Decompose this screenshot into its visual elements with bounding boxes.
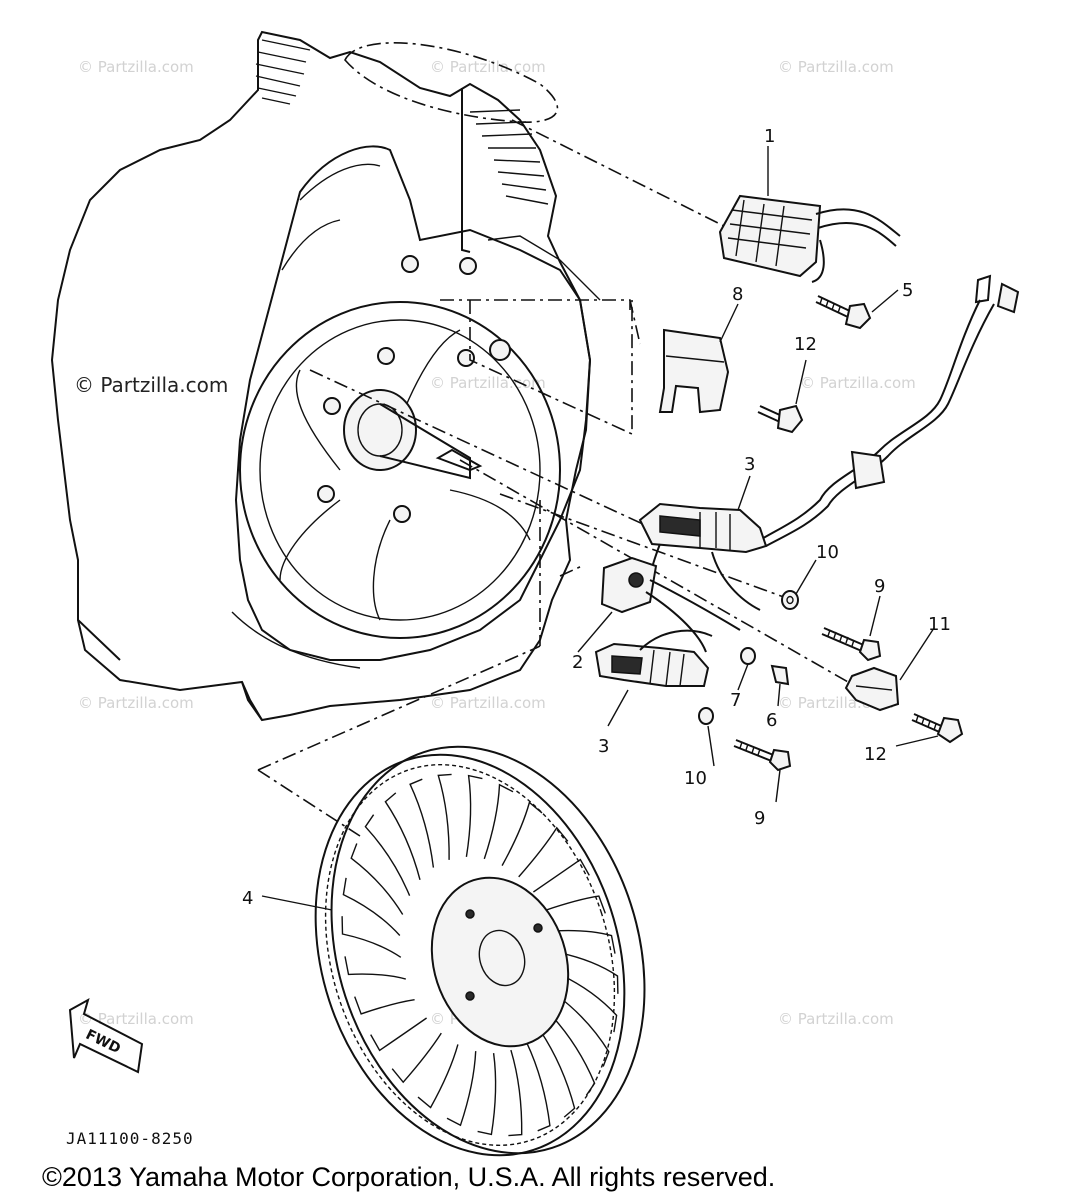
callout-label: 10 <box>684 768 707 789</box>
flywheel-vane <box>341 916 402 958</box>
watermark-prominent: © Partzilla.com <box>74 373 228 397</box>
drawing-code: JA11100-8250 <box>66 1129 194 1148</box>
callout-label: 5 <box>902 280 913 301</box>
crankcase-drawing <box>50 30 601 722</box>
flywheel-vane <box>525 1042 551 1132</box>
watermark: © Partzilla.com <box>78 694 194 712</box>
washer-10-lower-part <box>698 707 714 725</box>
callout-label: 1 <box>764 126 775 147</box>
flywheel-part <box>314 745 646 1157</box>
watermark: © Partzilla.com <box>778 1010 894 1028</box>
callout-label: 8 <box>732 284 743 305</box>
callout-label: 12 <box>864 744 887 765</box>
flywheel-vane <box>501 801 543 866</box>
flywheel-vane <box>417 1044 459 1109</box>
callout-label: 3 <box>598 736 609 757</box>
flywheel-vane <box>518 826 569 878</box>
stator-plate-part <box>600 556 741 653</box>
flywheel-vane <box>465 774 483 858</box>
flywheel-vane <box>370 1017 428 1052</box>
callout-label: 9 <box>874 576 885 597</box>
callout-label: 7 <box>730 690 741 711</box>
flywheel-vane <box>354 996 415 1015</box>
washer-10-upper-part <box>781 590 799 610</box>
bracket-8-part <box>658 328 730 414</box>
flywheel-vane <box>554 929 616 954</box>
flywheel-vane <box>477 1053 497 1136</box>
bolt-12-upper-part <box>757 404 804 434</box>
watermark: © Partzilla.com <box>78 1010 194 1028</box>
charge-coil-lower-part <box>594 629 713 687</box>
flywheel-vane <box>545 895 606 914</box>
flywheel-vane <box>446 1051 477 1127</box>
callout-label: 3 <box>744 454 755 475</box>
wiring-harness-part <box>759 274 1020 547</box>
bolt-5-part <box>815 295 872 330</box>
callout-label: 9 <box>754 808 765 829</box>
flywheel-vane <box>508 1049 523 1137</box>
clamp-11-part <box>844 666 900 712</box>
screw-6-part <box>770 664 790 686</box>
watermark: © Partzilla.com <box>78 58 194 76</box>
flywheel-vane <box>437 773 452 860</box>
watermark: © Partzilla.com <box>778 58 894 76</box>
washer-7-part <box>740 647 756 665</box>
flywheel-vane <box>384 792 421 880</box>
callout-label: 4 <box>242 888 253 909</box>
flywheel-vane <box>549 1013 596 1096</box>
watermark: © Partzilla.com <box>430 694 546 712</box>
flywheel-vane <box>391 1032 442 1084</box>
flywheel-vane <box>409 778 435 868</box>
watermark: © Partzilla.com <box>430 58 546 76</box>
screw-9-upper-part <box>821 627 882 662</box>
leader-lines <box>261 146 939 911</box>
ignition-coil-part <box>718 194 901 283</box>
callout-label: 11 <box>928 614 951 635</box>
watermark: © Partzilla.com <box>800 374 916 392</box>
callout-labels: 1 2 3 3 4 5 6 7 8 9 9 10 10 11 12 12 <box>242 126 951 909</box>
flywheel-vane <box>342 877 401 936</box>
flywheel-vane <box>539 1029 576 1118</box>
screw-9-lower-part <box>733 739 792 772</box>
assembly-guides <box>257 119 877 837</box>
callout-label: 2 <box>572 652 583 673</box>
watermark: © Partzilla.com <box>430 374 546 392</box>
callout-label: 12 <box>794 334 817 355</box>
flywheel-vane <box>533 858 590 893</box>
flywheel-vane <box>364 814 411 896</box>
bolt-12-lower-part <box>911 713 964 744</box>
flywheel-vane <box>483 783 514 860</box>
pulser-coil-upper-part <box>638 502 768 611</box>
flywheel-vane <box>344 956 406 980</box>
copyright-notice: ©2013 Yamaha Motor Corporation, U.S.A. A… <box>42 1162 775 1192</box>
flywheel-vane <box>350 843 404 915</box>
callout-label: 10 <box>816 542 839 563</box>
callout-label: 6 <box>766 710 777 731</box>
